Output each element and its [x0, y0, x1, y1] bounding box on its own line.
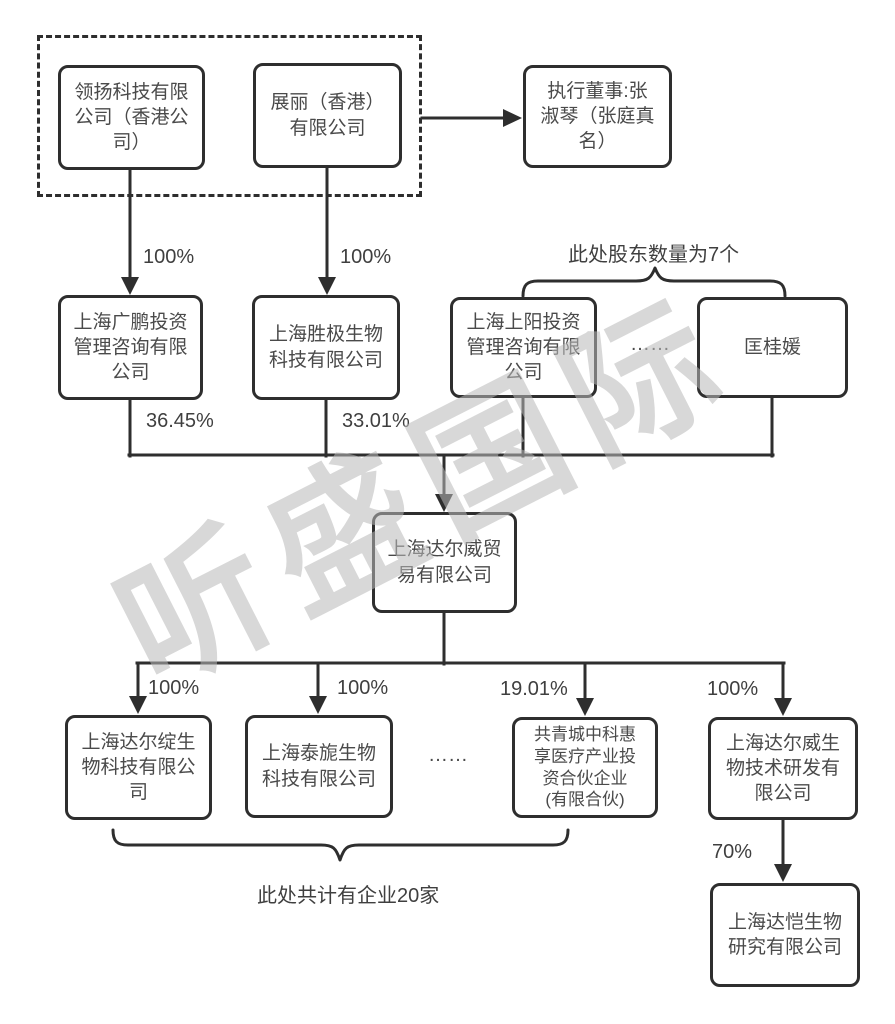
arrowhead-down-icon: [576, 698, 594, 716]
node-kuang-guiyuan: 匡桂媛: [697, 297, 848, 398]
label-pct-biotech-dakai: 70%: [712, 841, 753, 863]
label-pct-guangpeng-daerwei: 36.45%: [146, 410, 214, 432]
label-pct-daerwei-biotech: 100%: [707, 678, 759, 700]
ellipsis-shareholders: ……: [630, 333, 670, 355]
node-shanghai-dakai: 上海达恺生物 研究有限公司: [710, 883, 860, 987]
node-shanghai-guangpeng: 上海广鹏投资 管理咨询有限 公司: [58, 295, 203, 400]
node-shanghai-shengji: 上海胜极生物 科技有限公司: [252, 295, 400, 400]
shareholders-brace: [521, 266, 787, 298]
arrowhead-down-icon: [318, 277, 336, 295]
label-pct-daerwei-gongqingcheng: 19.01%: [500, 678, 568, 700]
arrowhead-down-icon: [129, 696, 147, 714]
arrowhead-down-icon: [121, 277, 139, 295]
node-shanghai-daerwei-biotech: 上海达尔威生 物技术研发有 限公司: [708, 717, 858, 820]
companies-count-note: 此处共计有企业20家: [257, 885, 440, 907]
offshore-group-outline: [37, 35, 422, 197]
node-shanghai-daerwei-trading: 上海达尔威贸 易有限公司: [372, 512, 517, 613]
shareholders-count-note: 此处股东数量为7个: [568, 244, 740, 266]
node-gongqingcheng-partnership: 共青城中科惠 享医疗产业投 资合伙企业 (有限合伙): [512, 717, 658, 818]
arrowhead-down-icon: [435, 494, 453, 512]
arrowhead-right-icon: [503, 109, 522, 127]
label-pct-zhanli-shengji: 100%: [340, 246, 392, 268]
node-shanghai-taini: 上海泰旎生物 科技有限公司: [245, 715, 393, 818]
node-zhanli-hongkong: 展丽（香港） 有限公司: [253, 63, 402, 168]
node-executive-director: 执行董事:张 淑琴（张庭真 名）: [523, 65, 672, 168]
node-lingyang-technology: 领扬科技有限 公司（香港公 司）: [58, 65, 205, 170]
arrowhead-down-icon: [774, 864, 792, 882]
companies-brace: [111, 828, 570, 862]
ellipsis-subsidiaries: ……: [428, 744, 468, 766]
node-shanghai-shangyang: 上海上阳投资 管理咨询有限 公司: [450, 297, 597, 398]
label-pct-lingyang-guangpeng: 100%: [143, 246, 195, 268]
label-pct-shengji-daerwei: 33.01%: [342, 410, 410, 432]
arrowhead-down-icon: [309, 696, 327, 714]
arrowhead-down-icon: [774, 698, 792, 716]
label-pct-daerwei-daerzhan: 100%: [148, 677, 200, 699]
node-shanghai-daerzhan: 上海达尔绽生 物科技有限公 司: [65, 715, 212, 820]
label-pct-daerwei-taini: 100%: [337, 677, 389, 699]
